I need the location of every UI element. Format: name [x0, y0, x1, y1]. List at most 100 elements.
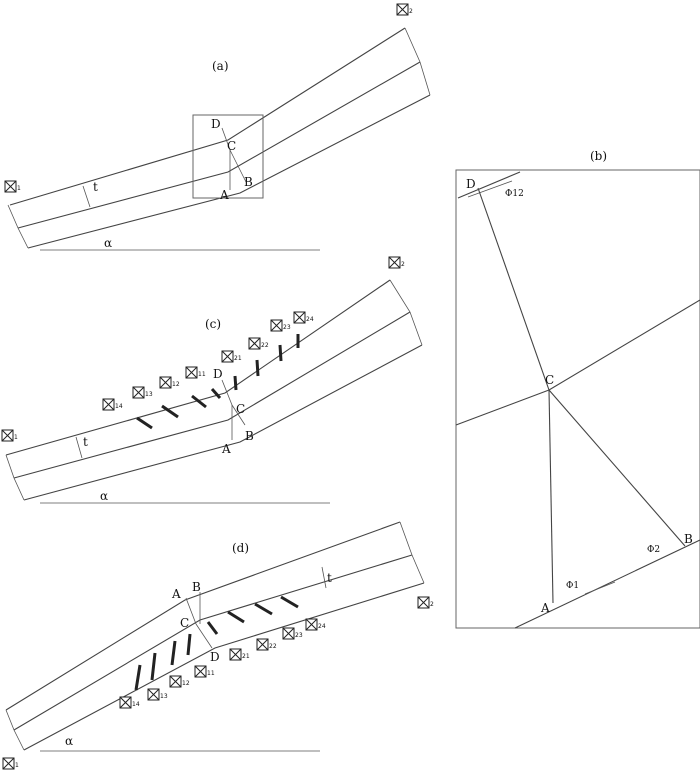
panel-c-thickness-label: t [83, 435, 88, 449]
panel-d-slip-arrow [150, 652, 157, 681]
panel-c-point-b: B [245, 429, 254, 443]
svg-text:14: 14 [132, 701, 140, 708]
panel-d-point-c: C [180, 616, 189, 630]
panel-a-thickness-label: t [93, 180, 98, 194]
panel-c-bottom-line [23, 344, 423, 501]
panel-b-angle-phi12: Φ12 [505, 189, 524, 199]
panel-c-thickness-tick [75, 436, 83, 459]
panel-a-end-symbol-left: 1 [4, 180, 21, 193]
panel-c-left-cap [5, 454, 25, 501]
panel-c-slip-arrow [233, 375, 238, 391]
panel-c-slip-arrow [191, 394, 207, 409]
panel-c-label: (c) [205, 317, 221, 331]
panel-b-point-b: B [684, 532, 693, 546]
panel-d-slip-arrow [170, 640, 177, 666]
panel-c-slip-arrow [278, 344, 283, 362]
panel-a: (a) t α D C A B 1 2 [4, 3, 431, 251]
svg-text:1: 1 [15, 762, 19, 769]
panel-d-angle-label: α [65, 734, 73, 748]
panel-d-marker-23: 23 [282, 627, 303, 640]
panel-c: (c) t α D C A B 1 2 [1, 256, 423, 504]
svg-text:24: 24 [306, 316, 314, 323]
panel-d-slip-arrow [280, 595, 299, 609]
svg-text:14: 14 [115, 403, 123, 410]
panel-a-point-b: B [244, 175, 253, 189]
svg-text:1: 1 [17, 185, 21, 192]
panel-b-point-c: C [545, 373, 554, 387]
panel-c-marker-22: 22 [248, 337, 269, 350]
panel-c-axial-dc [221, 379, 233, 406]
panel-a-right-cap [404, 27, 431, 96]
svg-text:13: 13 [145, 391, 153, 398]
panel-c-marker-11: 11 [185, 366, 206, 379]
panel-d-marker-21: 21 [229, 648, 250, 661]
svg-text:21: 21 [242, 653, 250, 660]
panel-d-label: (d) [232, 541, 249, 555]
panel-b-axial-dc [477, 187, 550, 391]
panel-b-angle-phi1: Φ1 [566, 581, 579, 591]
panel-c-top-line [5, 279, 391, 456]
panel-a-left-cap [7, 204, 29, 249]
panel-d-end-symbol-right: 2 [417, 596, 434, 609]
panel-c-end-symbol-left: 1 [1, 429, 18, 442]
panel-b-top-bed [457, 171, 521, 199]
panel-c-marker-12: 12 [159, 376, 180, 389]
panel-d-marker-22: 22 [256, 638, 277, 651]
panel-a-label: (a) [212, 59, 229, 73]
panel-d-axial-ac [185, 597, 197, 625]
panel-b-mid-bed-right [548, 299, 700, 391]
panel-d-slip-arrow [186, 633, 192, 656]
panel-b-axial-cb [548, 389, 686, 547]
panel-d-axial-cd [195, 623, 213, 649]
panel-b-angle-phi2: Φ2 [647, 545, 660, 555]
svg-text:21: 21 [234, 355, 242, 362]
panel-b-point-a: A [540, 601, 550, 615]
panel-a-axial-dc [221, 127, 231, 151]
panel-b-label: (b) [590, 149, 607, 163]
panel-c-marker-13: 13 [132, 386, 153, 399]
panel-a-point-c: C [227, 139, 236, 153]
panel-d-top-line [5, 521, 401, 711]
panel-c-slip-arrow [161, 404, 179, 419]
svg-text:23: 23 [283, 324, 291, 331]
panel-a-end-symbol-right: 2 [396, 3, 413, 16]
panel-b-point-d: D [466, 177, 476, 191]
panel-d-marker-13: 13 [147, 688, 168, 701]
panel-d-marker-24: 24 [305, 618, 326, 631]
panel-c-marker-21: 21 [221, 350, 242, 363]
panel-d-end-symbol-left: 1 [2, 757, 19, 770]
svg-text:11: 11 [198, 371, 206, 378]
panel-d-slip-arrow [227, 610, 245, 624]
panel-b-bottom-bed-slip [584, 581, 616, 595]
svg-text:22: 22 [261, 342, 269, 349]
panel-a-point-a: A [219, 188, 229, 202]
svg-text:11: 11 [207, 670, 215, 677]
panel-b-axial-ca [548, 389, 554, 604]
panel-d-right-cap [399, 521, 425, 584]
panel-a-bottom-line [27, 94, 431, 249]
panel-b-frame [455, 169, 700, 629]
panel-c-axial-cb [231, 404, 246, 426]
panel-c-angle-label: α [100, 489, 108, 503]
panel-c-end-symbol-right: 2 [388, 256, 405, 269]
svg-text:13: 13 [160, 693, 168, 700]
panel-d-point-d: D [210, 650, 220, 664]
panel-d-slip-arrow [206, 621, 219, 635]
panel-b-mid-bed-left [455, 389, 550, 426]
panel-d: (d) t α A B C D 1 2 [2, 521, 434, 770]
panel-d-point-a: A [171, 587, 181, 601]
svg-text:2: 2 [430, 601, 434, 608]
panel-a-axial-cb [229, 149, 247, 183]
panel-d-marker-12: 12 [169, 675, 190, 688]
panel-d-thickness-label: t [327, 571, 332, 585]
panel-d-bottom-line [23, 582, 425, 751]
svg-text:12: 12 [172, 381, 180, 388]
svg-text:2: 2 [401, 261, 405, 268]
panel-a-inset-box [192, 114, 264, 199]
panel-d-marker-14: 14 [119, 696, 140, 709]
svg-text:24: 24 [318, 623, 326, 630]
svg-text:12: 12 [182, 680, 190, 687]
panel-c-marker-14: 14 [102, 398, 123, 411]
panel-c-point-d: D [213, 367, 223, 381]
